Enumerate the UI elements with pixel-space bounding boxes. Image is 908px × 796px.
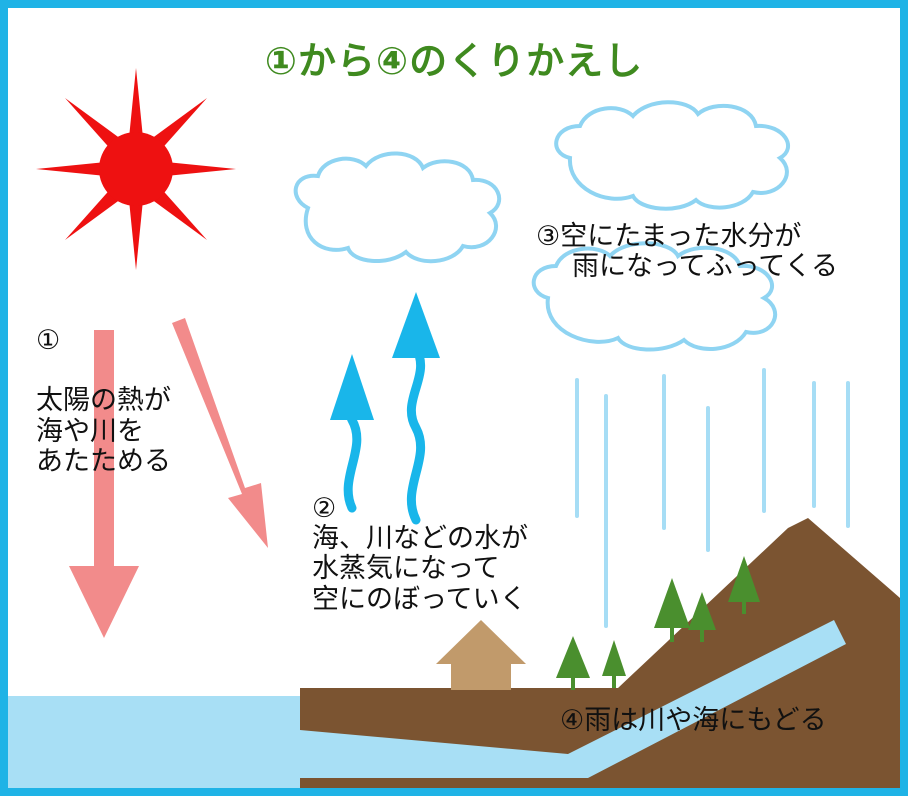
house-icon [436,620,526,690]
step-1-line: あたためる [36,445,171,477]
tree-icon [654,578,690,642]
tree-icon [602,640,626,688]
sea [8,696,304,788]
step-1-number: ① [36,325,61,356]
vapor-arrow-right [406,343,426,525]
sun-icon [36,68,236,270]
tree-icon [688,592,716,642]
step-1-line: 海や川を [36,415,144,447]
step-2-line: 空にのぼっていく [312,583,527,615]
heat-arrow-down [69,330,139,638]
vapor-arrow-left-head [330,354,374,420]
tree-icon [728,556,760,614]
step-3-number: ③ [536,221,561,252]
diagram-title: ①から④のくりかえし [264,39,644,83]
river [300,620,846,778]
heat-arrows [69,318,268,638]
step-2-line: 水蒸気になって [312,553,500,585]
step-3-label: ③空にたまった水分が 雨になってふってくる [536,221,838,283]
tree-icons [556,556,760,690]
vapor-arrow-right-head [392,292,440,358]
step-3-line: 空にたまった水分が [560,221,802,252]
water-cycle-scene [8,68,900,788]
step-3-line: 雨になってふってくる [572,251,838,283]
step-4-line: 雨は川や海にもどる [584,705,827,736]
step-4-number: ④ [560,705,585,736]
step-2-number: ② [312,493,337,524]
cloud-large-upper [554,100,790,211]
rain-lines [575,368,850,628]
step-2-label: ② 海、川などの水が 水蒸気になって 空にのぼっていく [312,493,528,615]
step-1-line: 太陽の熱が [36,385,171,417]
cloud-large-lower [531,241,777,352]
heat-arrow-diagonal [172,318,268,548]
step-1-label: ① 太陽の熱が 海や川を あたためる [36,325,171,477]
cloud-small [293,151,502,264]
step-2-line: 海、川などの水が [312,523,528,555]
step-4-label: ④雨は川や海にもどる [560,705,827,736]
tree-icon [556,636,590,690]
vapor-arrows [330,292,440,525]
